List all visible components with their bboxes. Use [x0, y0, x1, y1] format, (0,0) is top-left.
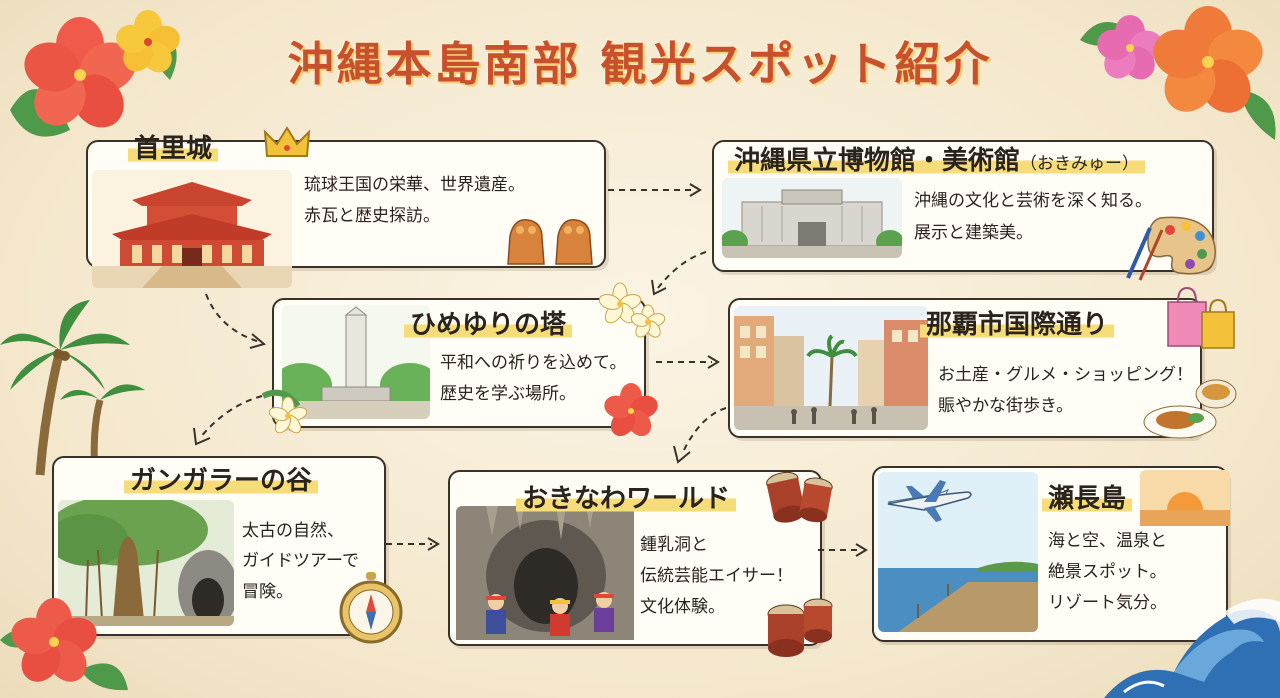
plumeria-icon	[598, 282, 668, 342]
palm-tree-icon	[0, 290, 150, 480]
senagajima-illustration	[878, 472, 1038, 632]
gangala-illustration	[58, 500, 234, 626]
okinawa-world-illustration	[456, 506, 634, 676]
spot-title-kokusai: 那覇市国際通り	[920, 304, 1115, 341]
hibiscus-icon	[596, 376, 666, 446]
spot-desc-okinawa-world-2: 伝統芸能エイサー！	[640, 566, 793, 586]
route-arrow	[660, 406, 730, 466]
sun-icon	[1140, 470, 1230, 526]
spot-desc-gangala-2: ガイドツアーで	[242, 551, 359, 571]
spot-desc-gangala-3: 冒険。	[242, 582, 293, 602]
spot-desc-himeyuri-2: 歴史を学ぶ場所。	[440, 384, 576, 404]
route-arrow	[640, 250, 710, 300]
spot-desc-kokusai-2: 賑やかな街歩き。	[938, 396, 1074, 416]
spot-title-museum: 沖縄県立博物館・美術館（おきみゅー）	[728, 140, 1146, 177]
crown-icon	[262, 124, 312, 164]
spot-title-museum-sub: （おきみゅー）	[1020, 154, 1140, 174]
shisa-icon	[502, 206, 598, 268]
hibiscus-icon	[1080, 0, 1280, 150]
spot-title-okinawa-world: おきなわワールド	[516, 478, 737, 515]
spot-desc-museum-1: 沖縄の文化と芸術を深く知る。	[914, 191, 1152, 211]
airplane-icon	[884, 476, 974, 526]
route-arrow	[654, 352, 724, 372]
spot-desc-museum-2: 展示と建築美。	[914, 223, 1033, 243]
spot-title-museum-main: 沖縄県立博物館・美術館	[734, 146, 1021, 176]
taiko-drum-icon	[760, 592, 840, 662]
taiko-drum-icon	[758, 462, 838, 532]
hibiscus-icon	[0, 0, 200, 170]
spot-desc-shurijo-1: 琉球王国の栄華、世界遺産。	[304, 175, 525, 195]
spot-title-himeyuri: ひめゆりの塔	[404, 304, 573, 341]
spot-title-senagajima: 瀬長島	[1042, 478, 1133, 515]
spot-title-gangala: ガンガラーの谷	[124, 460, 319, 497]
route-arrow	[816, 540, 872, 560]
palette-icon	[1120, 208, 1220, 283]
wave-icon	[1104, 572, 1280, 698]
shurijo-illustration	[92, 170, 292, 288]
spot-desc-senagajima-2: 絶景スポット。	[1048, 562, 1167, 582]
spot-desc-himeyuri-1: 平和への祈りを込めて。	[440, 353, 627, 373]
museum-illustration	[722, 178, 902, 258]
spot-desc-gangala-1: 太古の自然、	[242, 521, 344, 541]
shopping-bag-icon	[1162, 284, 1242, 354]
compass-icon	[336, 572, 406, 646]
plumeria-icon	[258, 376, 328, 440]
route-arrow	[186, 392, 266, 452]
food-plate-icon	[1140, 372, 1240, 442]
route-arrow	[384, 534, 444, 554]
kokusai-street-illustration	[734, 306, 928, 430]
spot-desc-okinawa-world-1: 鍾乳洞と	[640, 535, 708, 555]
spot-desc-senagajima-1: 海と空、温泉と	[1048, 531, 1167, 551]
spot-title-shurijo: 首里城	[128, 128, 219, 165]
spot-desc-shurijo-2: 赤瓦と歴史探訪。	[304, 206, 440, 226]
spot-desc-kokusai-1: お土産・グルメ・ショッピング！	[938, 365, 1193, 385]
page-title: 沖縄本島南部 観光スポット紹介	[287, 37, 993, 91]
spot-desc-okinawa-world-3: 文化体験。	[640, 597, 725, 617]
route-arrow	[200, 290, 272, 352]
spot-desc-senagajima-3: リゾート気分。	[1048, 593, 1167, 613]
hibiscus-icon	[0, 580, 130, 698]
himeyuri-illustration	[282, 305, 430, 419]
route-arrow	[606, 180, 706, 200]
